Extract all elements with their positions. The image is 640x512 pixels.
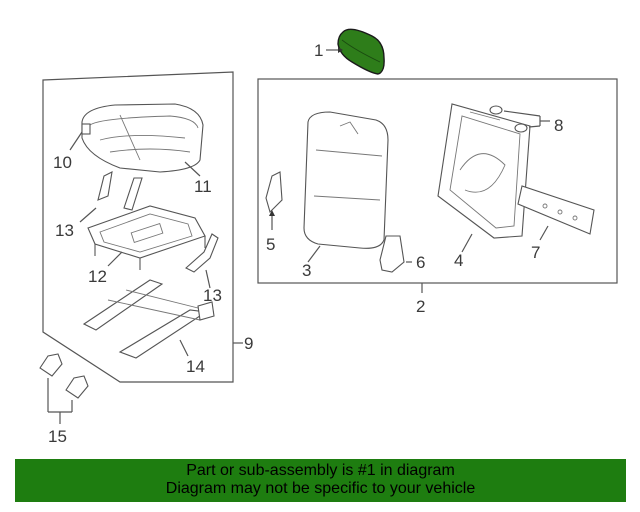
label-plate-part-7 <box>517 185 595 235</box>
seat-cushion-part-11 <box>81 103 204 173</box>
callout-9: 9 <box>244 334 253 353</box>
bracket-part-13b <box>185 233 219 273</box>
callout-2: 2 <box>416 297 425 316</box>
bracket-part-13a <box>97 171 143 211</box>
banner-line-2: Diagram may not be specific to your vehi… <box>165 480 476 497</box>
grommet-part-8 <box>489 105 528 133</box>
callout-7: 7 <box>531 243 540 262</box>
bracket-part-6 <box>379 235 405 273</box>
callout-13a: 13 <box>55 221 74 240</box>
callout-10: 10 <box>53 153 72 172</box>
callout-11: 11 <box>194 177 212 196</box>
seat-back-part-3 <box>303 111 389 249</box>
callout-5: 5 <box>266 235 275 254</box>
callout-3: 3 <box>302 261 311 280</box>
trim-part-5 <box>265 171 283 214</box>
callout-12: 12 <box>88 267 107 286</box>
callout-1: 1 <box>314 41 323 60</box>
seat-track-part-14 <box>82 279 215 359</box>
callout-4: 4 <box>454 251 463 270</box>
callout-6: 6 <box>416 253 425 272</box>
headrest-part-1[interactable] <box>337 28 385 75</box>
notice-banner: Part or sub-assembly is #1 in diagram Di… <box>15 459 626 502</box>
callout-13b: 13 <box>203 286 222 305</box>
clip-part-15 <box>39 353 89 399</box>
callout-15: 15 <box>48 427 67 446</box>
back-group-outline <box>257 78 618 284</box>
callout-14: 14 <box>186 357 205 376</box>
back-frame-part-4 <box>437 103 531 239</box>
callout-8: 8 <box>554 116 563 135</box>
parts-diagram: 1 2 3 4 5 6 7 8 9 10 11 12 13 13 14 15 <box>39 28 618 446</box>
seat-frame-part-12 <box>87 205 206 270</box>
cushion-group-outline <box>42 71 234 383</box>
banner-line-1: Part or sub-assembly is #1 in diagram <box>186 462 455 479</box>
